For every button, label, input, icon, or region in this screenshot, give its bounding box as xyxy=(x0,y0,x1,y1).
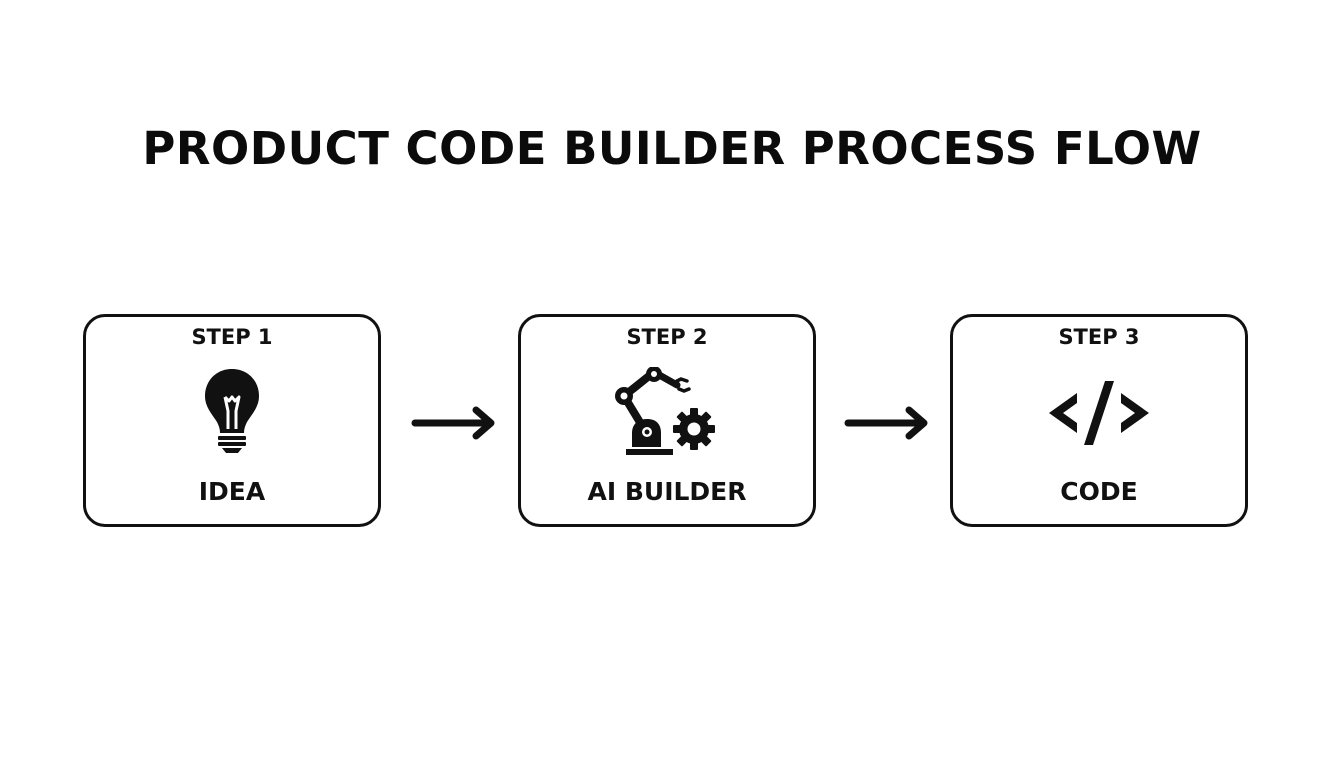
step-label: STEP 3 xyxy=(1058,325,1140,349)
step-name: IDEA xyxy=(198,477,266,506)
step-box-3: STEP 3 CODE xyxy=(950,314,1248,527)
robot-arm-gear-icon xyxy=(615,367,715,455)
diagram-title: PRODUCT CODE BUILDER PROCESS FLOW xyxy=(142,122,1202,175)
arrow-right-icon xyxy=(844,406,928,440)
lightbulb-icon xyxy=(205,369,259,453)
code-brackets-icon xyxy=(1049,381,1149,445)
step-box-2: STEP 2 AI BUILDER xyxy=(518,314,816,527)
step-name: AI BUILDER xyxy=(587,477,747,506)
step-label: STEP 1 xyxy=(191,325,273,349)
arrow-right-icon xyxy=(411,406,495,440)
step-name: CODE xyxy=(1060,477,1138,506)
step-box-1: STEP 1 IDEA xyxy=(83,314,381,527)
step-label: STEP 2 xyxy=(626,325,708,349)
